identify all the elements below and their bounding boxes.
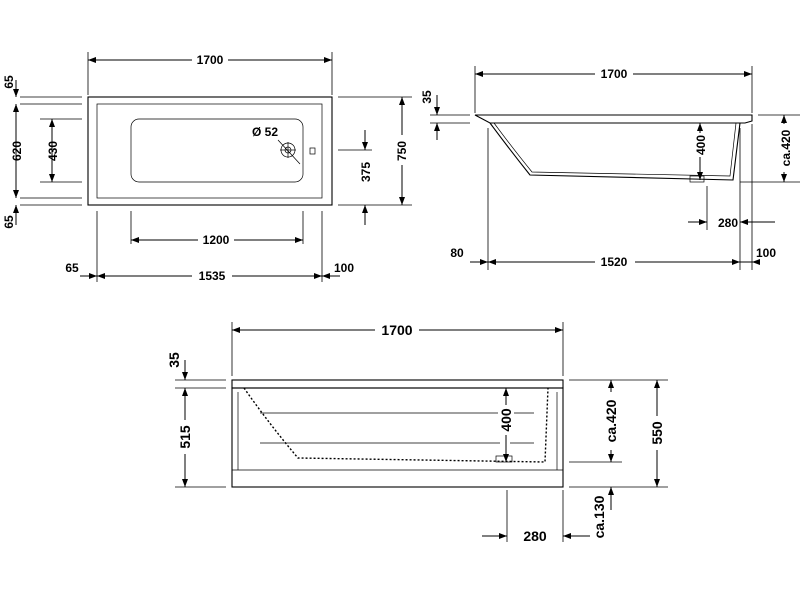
tub-basin bbox=[130, 118, 304, 183]
rim-bottom-label: 65 bbox=[2, 215, 16, 229]
side-drain-icon bbox=[689, 175, 705, 183]
side-depth-label: 400 bbox=[694, 135, 708, 155]
side-view: 1700 35 400 ca.420 280 80 1520 bbox=[420, 66, 800, 270]
side-bottom-length-label: 1520 bbox=[601, 255, 628, 269]
basin-length-label: 1200 bbox=[203, 233, 230, 247]
basin-width-label: 430 bbox=[46, 141, 60, 161]
side-rim-label: 35 bbox=[420, 90, 434, 104]
side-rim bbox=[474, 114, 753, 124]
front-drain-height-label: ca.130 bbox=[591, 495, 607, 538]
front-hidden-basin bbox=[243, 387, 549, 463]
inner-width-label: 620 bbox=[10, 141, 24, 161]
front-length-label: 1700 bbox=[381, 322, 412, 338]
front-overall-height-label: 550 bbox=[649, 421, 665, 445]
top-view: 1700 65 620 65 430 Ø 52 375 750 bbox=[2, 52, 412, 283]
drain-diameter-label: Ø 52 bbox=[252, 125, 278, 139]
side-basin bbox=[489, 122, 741, 181]
side-height-label: ca.420 bbox=[779, 129, 793, 166]
front-depth-label: 400 bbox=[498, 408, 514, 432]
rim-left-label: 65 bbox=[65, 261, 79, 275]
front-rim bbox=[231, 379, 564, 389]
front-panel-height-label: 515 bbox=[177, 425, 193, 449]
overall-width-label: 750 bbox=[395, 141, 409, 161]
tub-rim-inner bbox=[96, 103, 323, 199]
overflow-icon bbox=[309, 147, 316, 155]
inner-length-label: 1535 bbox=[199, 269, 226, 283]
tub-outline-top bbox=[87, 96, 333, 206]
side-left-offset-label: 80 bbox=[450, 246, 464, 260]
top-length-label: 1700 bbox=[197, 53, 224, 67]
front-panel bbox=[231, 387, 564, 488]
drain-offset-label: 375 bbox=[359, 162, 373, 182]
side-drain-offset-label: 280 bbox=[718, 216, 738, 230]
side-length-label: 1700 bbox=[601, 67, 628, 81]
front-rim-label: 35 bbox=[166, 352, 182, 368]
side-right-offset-label: 100 bbox=[756, 246, 776, 260]
rim-top-label: 65 bbox=[2, 75, 16, 89]
front-height-label: ca.420 bbox=[603, 399, 619, 442]
rim-right-label: 100 bbox=[334, 261, 354, 275]
front-drain-offset-label: 280 bbox=[523, 528, 547, 544]
drain-icon bbox=[280, 142, 296, 158]
front-view: 1700 35 515 400 ca.420 550 280 bbox=[166, 321, 668, 544]
